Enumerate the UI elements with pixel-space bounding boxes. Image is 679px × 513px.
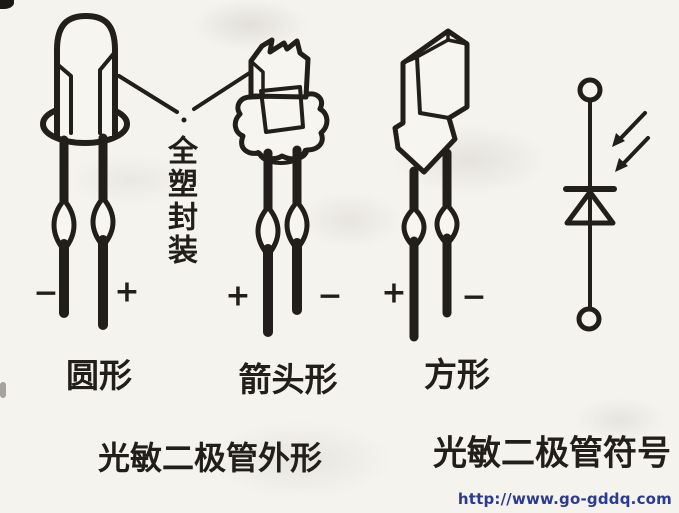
callout-line-left	[117, 74, 179, 114]
round-facet-left	[55, 62, 73, 135]
arrow-inner-square	[259, 85, 305, 134]
round-plus-sign: +	[114, 274, 140, 310]
photodiode-symbol-drawing	[563, 77, 650, 332]
round-minus-sign: −	[33, 275, 59, 311]
arrow-plate	[248, 37, 311, 100]
round-body-outline	[54, 13, 118, 139]
square-top-fold	[401, 29, 469, 65]
diode-triangle	[564, 189, 616, 226]
round-body-fill	[57, 16, 115, 136]
square-front-edge	[415, 55, 422, 115]
caption-symbol: 光敏二极管符号	[433, 433, 671, 474]
top-terminal-circle	[577, 77, 603, 103]
watermark-url[interactable]: http://www.go-gddq.com	[457, 490, 672, 508]
arrow-shape-label: 箭头形	[238, 360, 338, 399]
scan-corner-mark	[0, 0, 14, 9]
light-arrow-2	[615, 136, 650, 172]
package-callout-lines	[117, 70, 253, 123]
caption-outline: 光敏二极管外形	[97, 439, 323, 477]
arrow-plate-fold	[251, 61, 265, 97]
package-callout-label: 全塑封装	[162, 135, 197, 267]
square-slab	[392, 28, 470, 175]
square-plus-sign: +	[381, 275, 407, 311]
bottom-terminal-circle	[576, 306, 602, 332]
callout-line-right	[192, 70, 253, 111]
round-photodiode-drawing	[40, 13, 130, 330]
arrow-plus-sign: +	[225, 278, 251, 314]
square-minus-sign: −	[461, 279, 487, 315]
callout-dot	[181, 117, 187, 123]
round-shape-label: 圆形	[66, 356, 132, 395]
round-facet-right	[98, 50, 117, 135]
arrow-minus-sign: −	[317, 278, 343, 314]
scan-edge-smudge	[0, 382, 6, 398]
arrow-base-blob	[232, 91, 330, 162]
arrow-photodiode-drawing	[232, 37, 330, 337]
square-bottom-fold	[418, 111, 451, 120]
square-shape-label: 方形	[424, 355, 490, 394]
light-arrow-1	[612, 111, 647, 147]
square-photodiode-drawing	[392, 28, 470, 342]
